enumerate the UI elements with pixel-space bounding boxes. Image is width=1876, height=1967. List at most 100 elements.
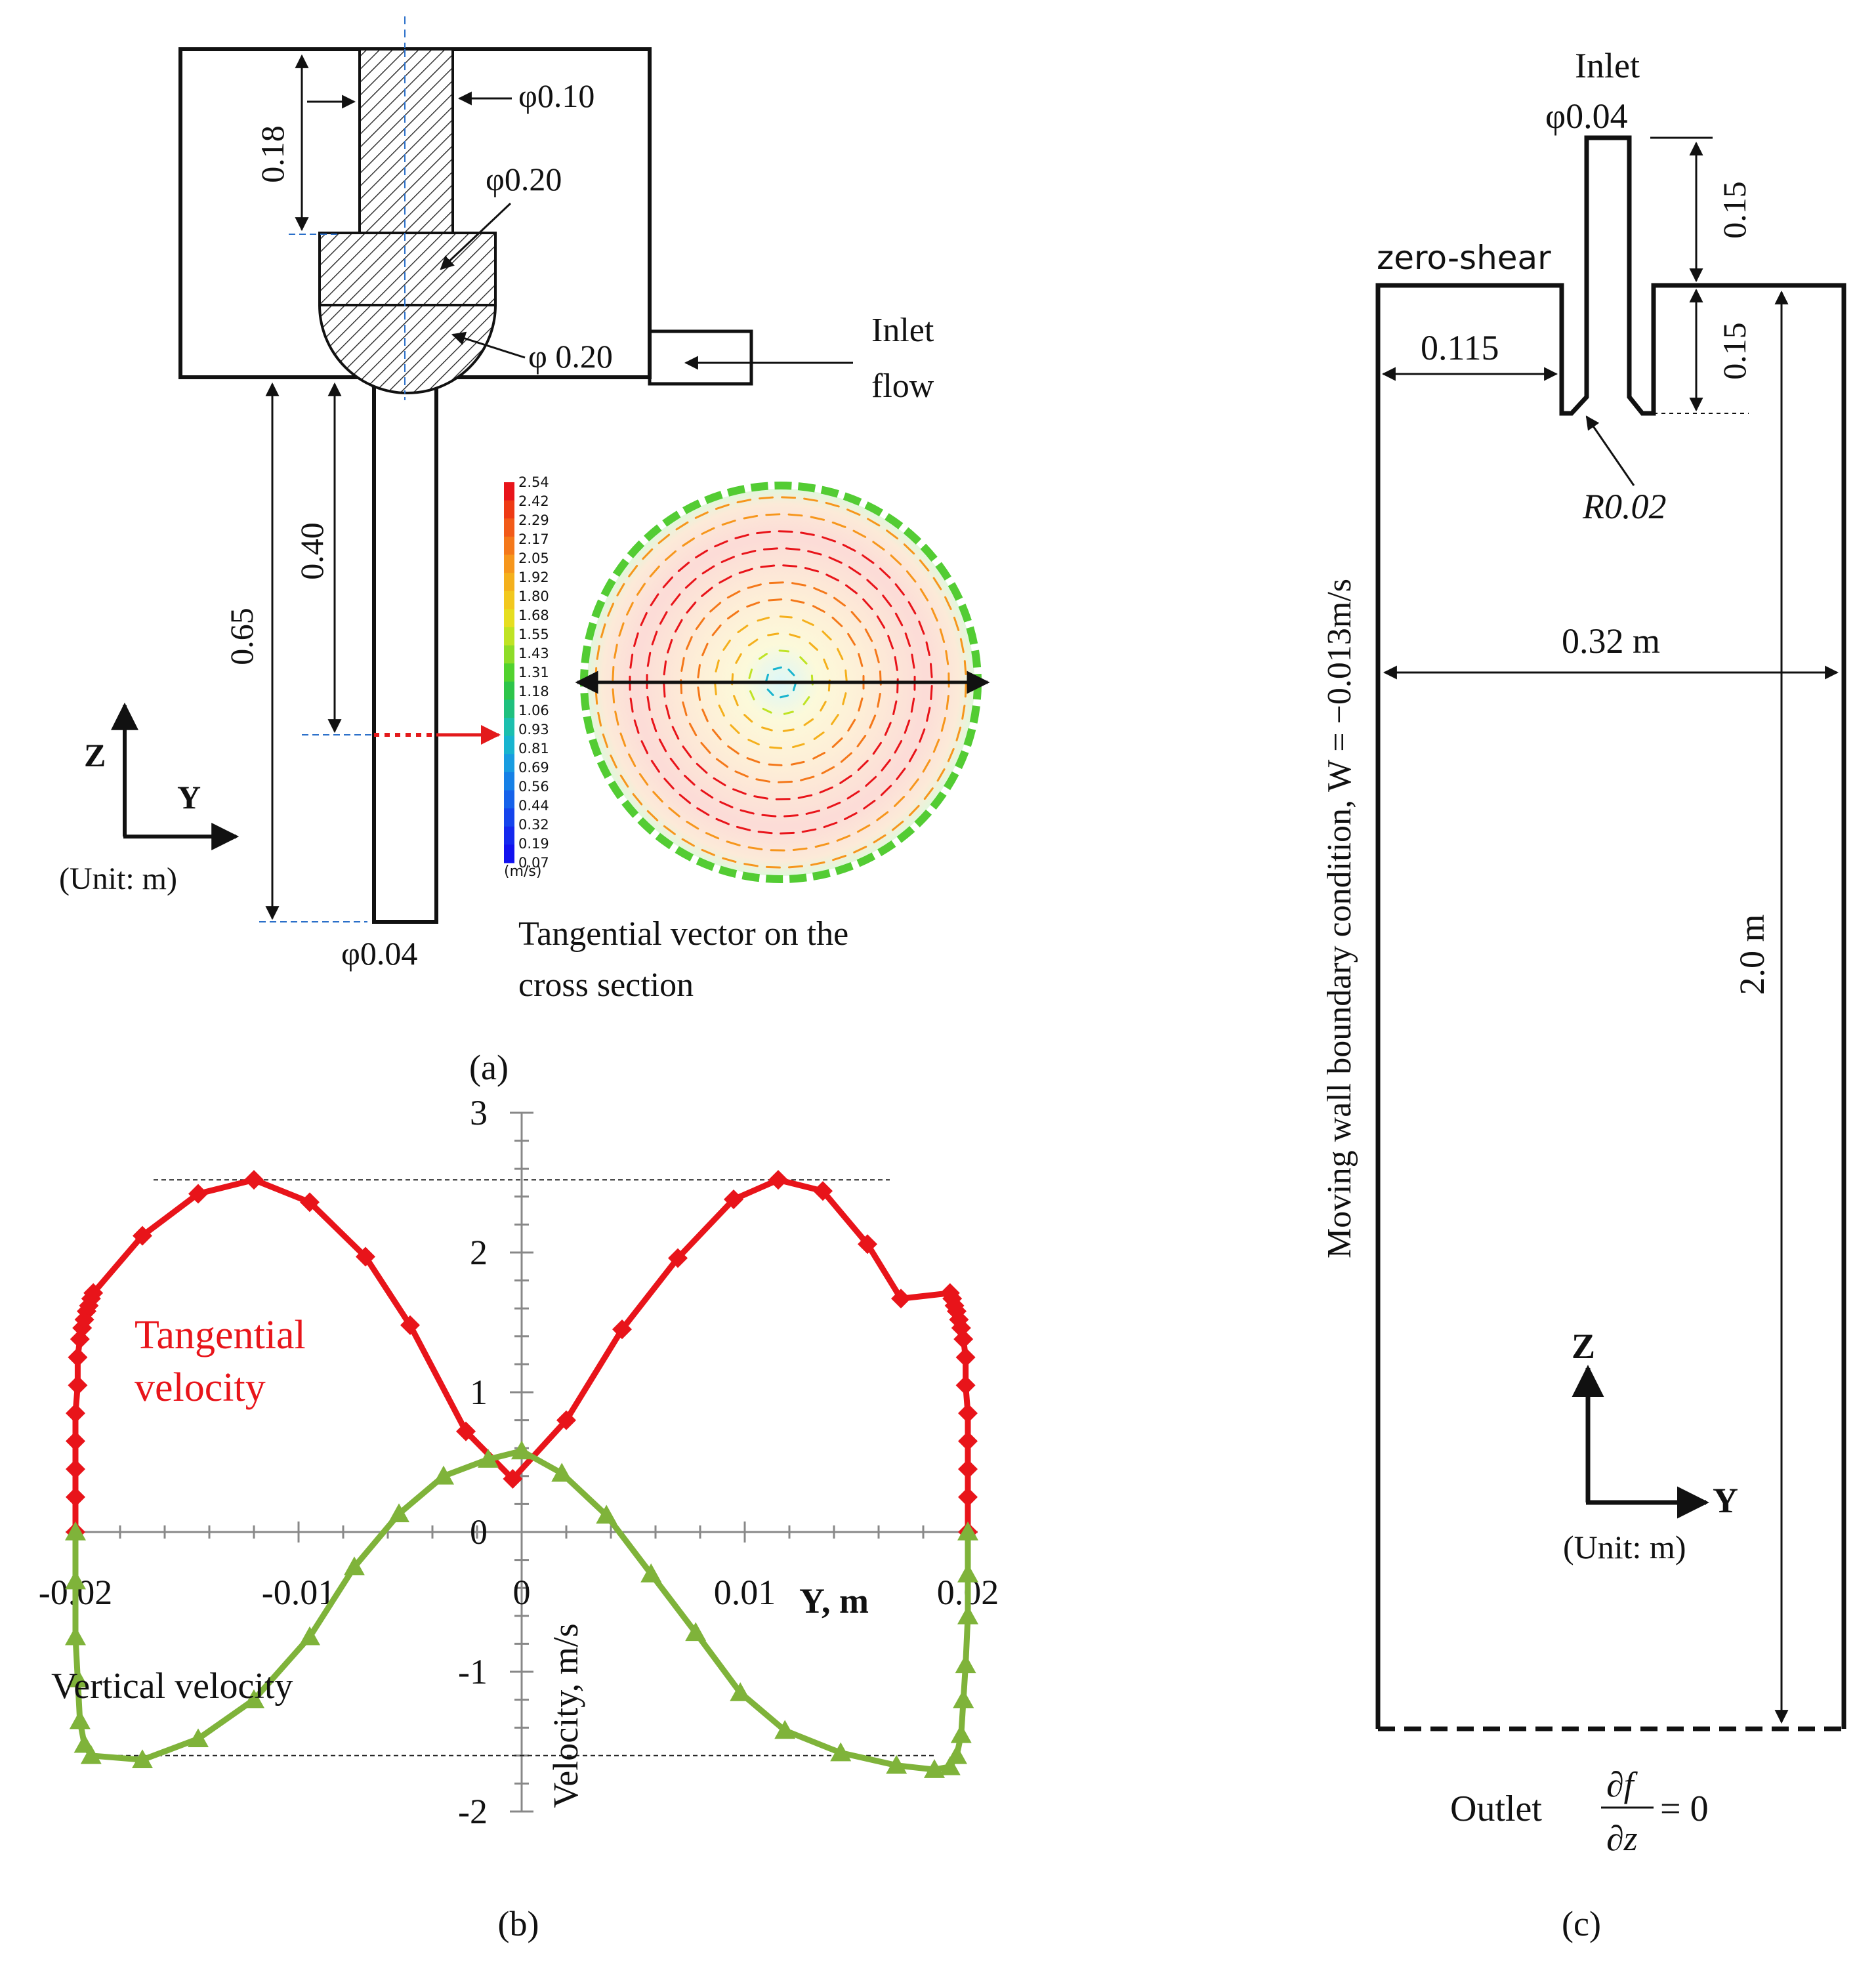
tangential-point (66, 1403, 85, 1423)
tangential-vector (846, 508, 861, 516)
tangential-vector (701, 565, 715, 575)
tangential-vector (884, 722, 892, 736)
tangential-vector (820, 701, 827, 712)
tangential-vector (867, 518, 881, 527)
colorbar-swatch (504, 681, 514, 700)
tangential-vector (719, 575, 732, 584)
tangential-vector (628, 753, 636, 768)
tangential-point (958, 1487, 978, 1507)
tangential-vector (823, 658, 829, 670)
tangential-vector (833, 596, 846, 607)
tangential-vector (787, 865, 803, 869)
tangential-label-1: Tangential (135, 1313, 306, 1357)
tangential-vector (894, 583, 905, 596)
vertical-point (65, 1626, 86, 1646)
tangential-vector (665, 704, 671, 720)
tangential-vector (842, 692, 847, 705)
tangential-vector (857, 760, 869, 772)
tangential-vector (678, 793, 692, 804)
vertical-point (344, 1556, 365, 1576)
shaft-dia-label: φ0.10 (518, 77, 594, 114)
tangential-point (768, 1170, 788, 1190)
tangential-vector (681, 838, 695, 847)
tangential-vector (790, 599, 805, 604)
colorbar-tick-label: 2.54 (518, 474, 549, 490)
tangential-point (244, 1170, 264, 1190)
tangential-vector (682, 701, 688, 716)
tangential-vector (671, 593, 681, 606)
x-axis-title: Y, m (799, 1581, 869, 1621)
colorbar-swatch (504, 573, 514, 592)
tangential-vector (963, 660, 967, 676)
colorbar-swatch (504, 645, 514, 664)
tangential-vector (874, 648, 880, 663)
x-tick-label: 0 (513, 1573, 531, 1612)
y-axis-title: Velocity, m/s (546, 1623, 585, 1808)
x-tick-label: 0.01 (714, 1573, 776, 1612)
vertical-point (957, 1563, 978, 1583)
tangential-point (668, 1248, 688, 1268)
tangential-vector (863, 799, 876, 810)
outlet-dia-label: φ0.04 (341, 935, 417, 972)
tangential-point (891, 1289, 911, 1309)
tangential-vector (671, 726, 680, 740)
tangential-vector (808, 642, 818, 651)
tangential-vector (747, 638, 759, 647)
tangential-vector (906, 570, 917, 583)
tangential-vector (959, 638, 965, 653)
tangential-vector (695, 549, 709, 559)
tangential-vector (887, 634, 894, 650)
tangential-vector (814, 842, 830, 848)
tangential-vector (894, 612, 904, 627)
tangential-vector (825, 573, 840, 582)
tangential-vector (757, 831, 773, 835)
tangential-vector (805, 810, 821, 815)
vertical-point (388, 1503, 409, 1523)
tangential-vector (881, 758, 891, 772)
colorbar-tick-label: 1.68 (518, 608, 549, 623)
tangential-vector (650, 593, 659, 607)
tangential-vector (821, 766, 835, 775)
colorbar-swatch (504, 554, 514, 573)
tangential-vector (756, 530, 772, 535)
tangential-vector (789, 633, 801, 638)
colorbar-tick-label: 0.07 (518, 855, 549, 871)
tangential-vector (612, 688, 615, 704)
tangential-vector (614, 711, 619, 726)
tangential-vector (657, 533, 671, 545)
tangential-vector (955, 726, 962, 741)
colorbar-tick-label: 1.80 (518, 589, 549, 604)
tangential-vector (761, 726, 773, 732)
tangential-vector (940, 716, 946, 732)
tangential-vector (919, 728, 926, 743)
zero-shear-label: zero-shear (1377, 239, 1551, 277)
dim-065-label: 0.65 (223, 608, 260, 665)
tangential-vector (778, 780, 793, 783)
y-tick-label: 2 (470, 1233, 488, 1272)
tangential-vector (930, 663, 933, 678)
tangential-vector (842, 543, 856, 552)
x-tick-label: -0.01 (262, 1573, 335, 1612)
tangential-vector (696, 762, 708, 774)
tangential-vector (640, 611, 648, 627)
tangential-point (66, 1459, 85, 1480)
tangential-point (66, 1487, 85, 1507)
tangential-vector (726, 590, 741, 599)
tangential-vector (886, 529, 899, 540)
tangential-vector (701, 642, 709, 657)
vertical-point (243, 1689, 264, 1708)
tangential-point (300, 1192, 320, 1212)
tangential-vector (682, 537, 696, 547)
tangential-vector (783, 814, 799, 818)
colorbar-tick-label: 2.05 (518, 550, 549, 566)
tangential-vector (650, 718, 657, 732)
tangential-point (68, 1347, 88, 1367)
vertical-point (69, 1710, 91, 1729)
tangential-vector (847, 718, 856, 732)
section-caption-line1: Tangential vector on the (518, 915, 848, 953)
tangential-vector (872, 541, 885, 551)
colorbar-tick-label: 1.43 (518, 646, 549, 661)
outlet-eq: = 0 (1660, 1789, 1709, 1829)
tangential-vector (772, 666, 782, 671)
